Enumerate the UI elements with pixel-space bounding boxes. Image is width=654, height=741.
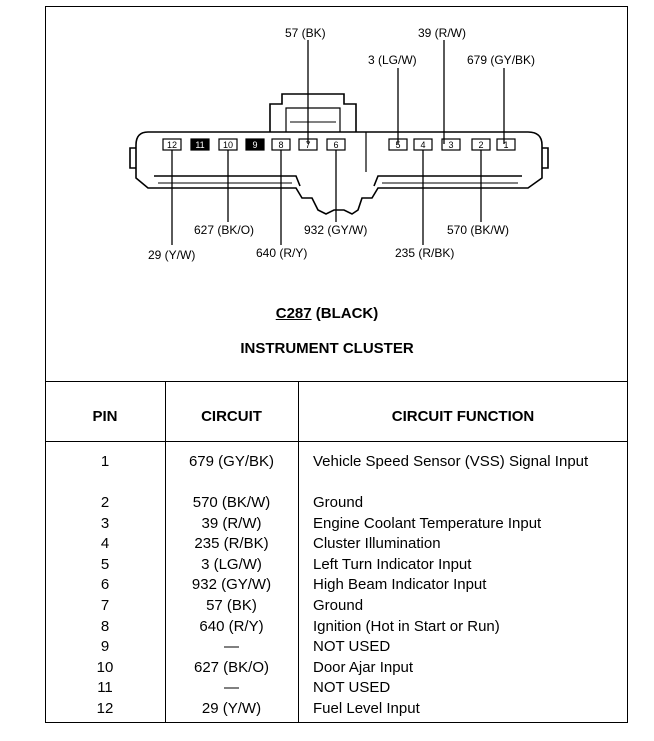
wire-label-p6: 932 (GY/W)	[304, 223, 368, 237]
wire-label-p5: 3 (LG/W)	[368, 53, 417, 67]
circuit-cell: 932 (GY/W)	[191, 576, 272, 594]
table-row: 10 627 (BK/O) Door Ajar Input	[45, 658, 628, 679]
connector-color: (BLACK)	[315, 305, 379, 322]
table-row: 9 — NOT USED	[45, 637, 628, 658]
pin-cell: 6	[100, 576, 110, 594]
pin-cavities: 12 11 10 9 8 7 6 5 4 3 2 1	[162, 138, 516, 151]
pin-number-9: 9	[252, 140, 257, 150]
wire-leaders	[171, 40, 505, 245]
pin-number-8: 8	[278, 140, 283, 150]
connector-housing	[135, 131, 543, 215]
table-top-rule	[45, 381, 628, 382]
table-row: 5 3 (LG/W) Left Turn Indicator Input	[45, 555, 628, 576]
pin-number-10: 10	[223, 140, 233, 150]
pin-cell: 11	[97, 679, 113, 697]
circuit-cell: 679 (GY/BK)	[188, 453, 275, 470]
connector-title: INSTRUMENT CLUSTER	[240, 340, 414, 357]
table-header-pin: PIN	[92, 408, 118, 425]
table-row: 2 570 (BK/W) Ground	[45, 493, 628, 514]
circuit-cell: —	[224, 638, 239, 656]
function-cell: Engine Coolant Temperature Input	[313, 514, 542, 532]
pin-cell: 4	[100, 535, 110, 553]
connector-rail	[154, 175, 522, 187]
pin-number-11: 11	[195, 140, 204, 150]
pin-number-1: 1	[503, 140, 508, 150]
pin-cavity-9	[245, 138, 265, 151]
function-cell: NOT USED	[313, 638, 391, 656]
circuit-cell: 627 (BK/O)	[193, 658, 270, 676]
wire-label-p8: 640 (R/Y)	[256, 246, 308, 260]
function-cell: Fuel Level Input	[313, 699, 420, 717]
pin-number-7: 7	[305, 140, 310, 150]
pin-number-12: 12	[167, 140, 177, 150]
table-body: 1 679 (GY/BK) Vehicle Speed Sensor (VSS)…	[45, 452, 628, 720]
table-col-divider-1	[165, 381, 166, 723]
circuit-cell: 57 (BK)	[206, 596, 257, 614]
pin-cell: 1	[100, 453, 110, 470]
function-cell: Door Ajar Input	[313, 658, 414, 676]
table-row: 11 — NOT USED	[45, 678, 628, 699]
connector-id: C287	[275, 305, 312, 322]
pin-cavity-3	[441, 138, 461, 151]
pin-cell: 7	[100, 596, 110, 614]
pin-cavity-11	[190, 138, 210, 151]
pin-number-3: 3	[448, 140, 453, 150]
pin-cavity-1	[496, 138, 516, 151]
function-cell: Cluster Illumination	[313, 535, 441, 553]
wire-label-p3: 39 (R/W)	[418, 26, 466, 40]
circuit-cell: —	[224, 679, 239, 697]
connector-latch	[269, 93, 357, 132]
table-row: 3 39 (R/W) Engine Coolant Temperature In…	[45, 514, 628, 535]
table-row: 8 640 (R/Y) Ignition (Hot in Start or Ru…	[45, 617, 628, 638]
pin-number-4: 4	[420, 140, 425, 150]
table-header-function: CIRCUIT FUNCTION	[391, 408, 535, 425]
wire-label-p12: 29 (Y/W)	[148, 248, 196, 262]
function-cell: Vehicle Speed Sensor (VSS) Signal Input	[313, 453, 589, 470]
circuit-cell: 570 (BK/W)	[192, 494, 271, 511]
table-row: 7 57 (BK) Ground	[45, 596, 628, 617]
function-cell: Left Turn Indicator Input	[313, 555, 472, 573]
pin-cell: 8	[100, 617, 110, 635]
pin-number-2: 2	[478, 140, 483, 150]
pin-cell: 2	[100, 494, 110, 511]
connector-diagram: 12 11 10 9 8 7 6 5 4 3 2 1	[129, 40, 549, 245]
pin-cell: 3	[100, 514, 110, 532]
pin-cell: 5	[100, 555, 110, 573]
pin-cell: 10	[96, 658, 114, 676]
table-header-rule	[45, 441, 628, 442]
function-cell: Ground	[313, 494, 364, 511]
circuit-cell: 39 (R/W)	[201, 514, 262, 532]
function-cell: NOT USED	[313, 679, 391, 697]
circuit-cell: 640 (R/Y)	[199, 617, 264, 635]
table-row: 6 932 (GY/W) High Beam Indicator Input	[45, 575, 628, 596]
pin-cell: 9	[100, 638, 110, 656]
wire-label-p4: 235 (R/BK)	[395, 246, 455, 260]
function-cell: Ground	[313, 596, 364, 614]
pin-number-6: 6	[333, 140, 338, 150]
function-cell: Ignition (Hot in Start or Run)	[313, 617, 500, 635]
wire-label-p1: 679 (GY/BK)	[467, 53, 536, 67]
pin-cell: 12	[96, 699, 114, 717]
table-row: 12 29 (Y/W) Fuel Level Input	[45, 699, 628, 720]
function-cell: High Beam Indicator Input	[313, 576, 487, 594]
table-row: 4 235 (R/BK) Cluster Illumination	[45, 534, 628, 555]
circuit-cell: 29 (Y/W)	[201, 699, 262, 717]
wire-label-p2: 570 (BK/W)	[447, 223, 510, 237]
circuit-cell: 3 (LG/W)	[201, 555, 262, 573]
page-frame	[45, 6, 628, 723]
circuit-cell: 235 (R/BK)	[194, 535, 269, 553]
pin-number-5: 5	[395, 140, 400, 150]
wire-label-p7: 57 (BK)	[285, 26, 326, 40]
table-row: 1 679 (GY/BK) Vehicle Speed Sensor (VSS)…	[45, 452, 628, 493]
connector-caption: C287 (BLACK)	[0, 305, 654, 322]
table-header-circuit: CIRCUIT	[201, 408, 262, 425]
table-col-divider-2	[298, 381, 299, 723]
wire-label-p10: 627 (BK/O)	[194, 223, 255, 237]
